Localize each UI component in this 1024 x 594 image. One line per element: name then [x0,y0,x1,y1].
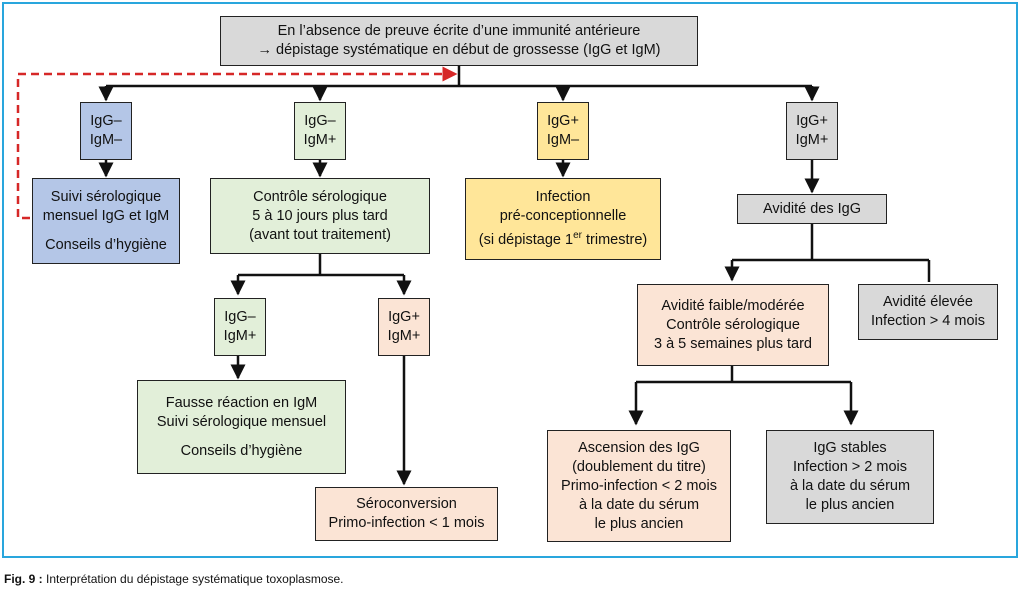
preconception-infection-box: Infection pré-conceptionnelle (si dépist… [465,178,661,260]
seroconversion-box: Séroconversion Primo-infection < 1 mois [315,487,498,541]
status-igm: IgM+ [303,132,337,148]
status-box-igg-pos-igm-neg: IgG+ IgM– [537,102,589,160]
igg-stable-box: IgG stables Infection > 2 mois à la date… [766,430,934,524]
result-line-2: 5 à 10 jours plus tard [252,207,388,224]
caption-text: Interprétation du dépistage systématique… [42,572,344,586]
status-igm: IgM– [546,132,580,148]
result-line-3: Conseils d’hygiène [45,236,167,253]
result-line-2: Infection > 2 mois [792,459,908,475]
high-avidity-box: Avidité élevée Infection > 4 mois [858,284,998,340]
result-line-1: Ascension des IgG [578,439,700,456]
result-line-4: à la date du sérum [578,496,700,513]
result-line-3: 3 à 5 semaines plus tard [654,335,812,352]
result-line-1: Séroconversion [356,496,457,512]
status-igm: IgM+ [223,328,257,344]
status-igm: IgM+ [795,132,829,148]
result-line-2: pré-conceptionnelle [499,208,627,225]
result-line-2: mensuel IgG et IgM [42,207,170,224]
result-line-2: (doublement du titre) [572,458,706,475]
status-igm: IgM+ [387,328,421,344]
igg-avidity-box: Avidité des IgG [737,194,887,224]
result-line-1: Avidité faible/modérée [661,297,805,314]
avidity-label: Avidité des IgG [762,200,862,217]
superscript-er: er [573,230,582,242]
result-line-3: Primo-infection < 2 mois [561,477,717,494]
screening-box: En l’absence de preuve écrite d’une immu… [220,16,698,66]
low-avidity-box: Avidité faible/modérée Contrôle sérologi… [637,284,829,366]
monthly-follow-up-box: Suivi sérologique mensuel IgG et IgM Con… [32,178,180,264]
status-igm: IgM– [89,132,123,148]
false-igm-reaction-box: Fausse réaction en IgM Suivi sérologique… [137,380,346,474]
status-igg: IgG– [90,113,122,129]
screening-line-1: En l’absence de preuve écrite d’une immu… [277,23,641,39]
result-line-3: (si dépistage 1er trimestre) [479,226,647,250]
status-box-igg-neg-igm-pos-recheck: IgG– IgM+ [214,298,266,356]
figure-caption: Fig. 9 : Interprétation du dépistage sys… [4,572,344,586]
result-line-3-start: (si dépistage 1 [478,231,574,248]
result-line-1: Avidité élevée [882,294,974,310]
result-line-5: le plus ancien [594,515,684,532]
status-box-igg-pos-igm-pos: IgG+ IgM+ [786,102,838,160]
result-line-3: à la date du sérum [789,478,911,494]
result-line-2: Suivi sérologique mensuel [156,413,327,430]
result-line-3-end: trimestre) [581,231,648,248]
igg-rise-box: Ascension des IgG (doublement du titre) … [547,430,731,542]
result-line-3: (avant tout traitement) [249,226,391,243]
screening-line-2: → dépistage systématique en début de gro… [257,42,661,58]
status-igg: IgG+ [388,309,420,325]
status-box-igg-pos-igm-pos-recheck: IgG+ IgM+ [378,298,430,356]
result-line-1: IgG stables [813,440,887,456]
status-igg: IgG+ [547,113,579,129]
result-line-4: le plus ancien [805,497,895,513]
result-line-1: Suivi sérologique [50,188,162,205]
serology-control-box: Contrôle sérologique 5 à 10 jours plus t… [210,178,430,254]
status-igg: IgG+ [796,113,828,129]
caption-label: Fig. 9 : [4,572,43,586]
result-line-2: Contrôle sérologique [666,316,800,333]
result-line-1: Fausse réaction en IgM [165,394,318,411]
status-igg: IgG– [224,309,256,325]
result-line-2: Primo-infection < 1 mois [328,515,485,531]
result-line-1: Infection [535,189,591,206]
result-line-3: Conseils d’hygiène [180,442,303,459]
status-box-igg-neg-igm-pos: IgG– IgM+ [294,102,346,160]
status-box-igg-neg-igm-neg: IgG– IgM– [80,102,132,160]
result-line-1: Contrôle sérologique [253,188,387,205]
status-igg: IgG– [304,113,336,129]
result-line-2: Infection > 4 mois [870,313,986,329]
